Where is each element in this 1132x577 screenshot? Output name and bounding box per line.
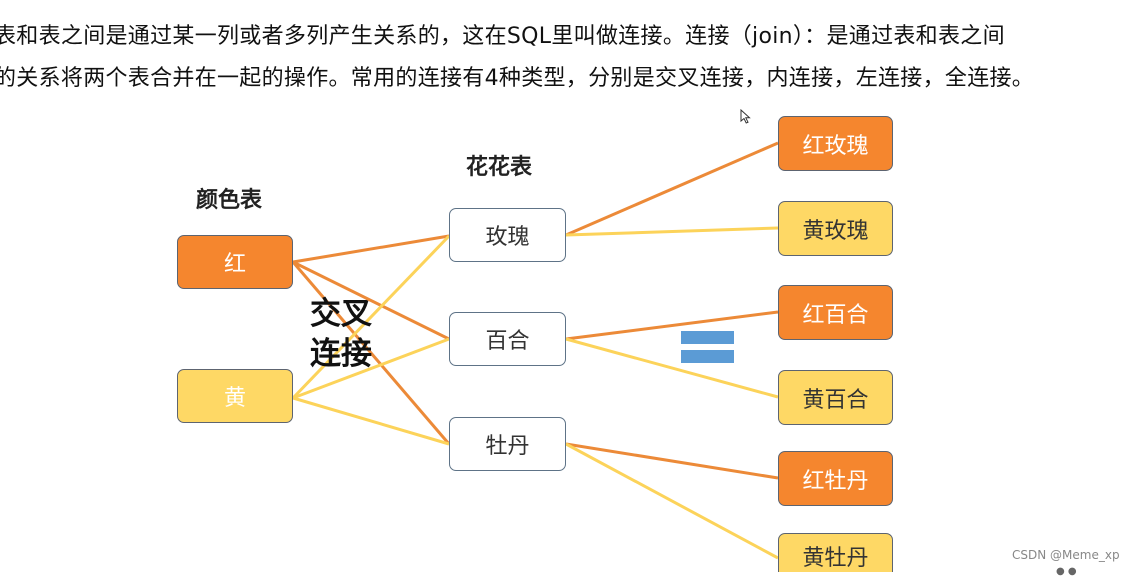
line-peony-red-peony [565, 442, 779, 480]
color-box-yellow: 黄 [177, 369, 293, 423]
intro-line-1: 表和表之间是通过某一列或者多列产生关系的，这在SQL里叫做连接。连接（join）… [0, 24, 1005, 49]
equals-bar-top [681, 331, 734, 344]
result-box-yellow-peony: 黄牡丹 [778, 533, 893, 572]
line-rose-red-rose [565, 141, 779, 237]
line-yellow-peony [292, 396, 450, 446]
color-box-red: 红 [177, 235, 293, 289]
cursor-arrow-icon [740, 109, 751, 124]
result-box-red-lily: 红百合 [778, 285, 893, 340]
result-box-red-rose: 红玫瑰 [778, 116, 893, 171]
cross-join-label: 交叉 连接 [310, 294, 372, 374]
cross-join-label-line-1: 交叉 [310, 296, 372, 332]
flower-box-rose: 玫瑰 [449, 208, 566, 262]
line-lily-red-lily [565, 310, 779, 341]
color-table-title: 颜色表 [196, 188, 263, 213]
line-red-peony [291, 261, 451, 445]
line-peony-yellow-peony [565, 442, 779, 560]
intro-text: 表和表之间是通过某一列或者多列产生关系的，这在SQL里叫做连接。连接（join）… [0, 16, 1132, 100]
line-rose-yellow-rose [565, 226, 779, 237]
equals-bar-bottom [681, 350, 734, 363]
result-box-yellow-rose: 黄玫瑰 [778, 201, 893, 256]
flower-box-peony: 牡丹 [449, 417, 566, 471]
line-yellow-rose [291, 234, 451, 400]
flower-box-lily: 百合 [449, 312, 566, 366]
line-lily-yellow-lily [565, 337, 779, 399]
cross-join-label-line-2: 连接 [310, 336, 372, 372]
line-yellow-lily [292, 337, 450, 400]
line-red-rose [292, 234, 450, 264]
intro-line-2: 的关系将两个表合并在一起的操作。常用的连接有4种类型，分别是交叉连接，内连接，左… [0, 66, 1035, 91]
flower-table-title: 花花表 [466, 155, 533, 180]
watermark: CSDN @Meme_xp [1012, 548, 1120, 562]
result-box-yellow-lily: 黄百合 [778, 370, 893, 425]
result-box-red-peony: 红牡丹 [778, 451, 893, 506]
line-red-lily [292, 260, 450, 341]
